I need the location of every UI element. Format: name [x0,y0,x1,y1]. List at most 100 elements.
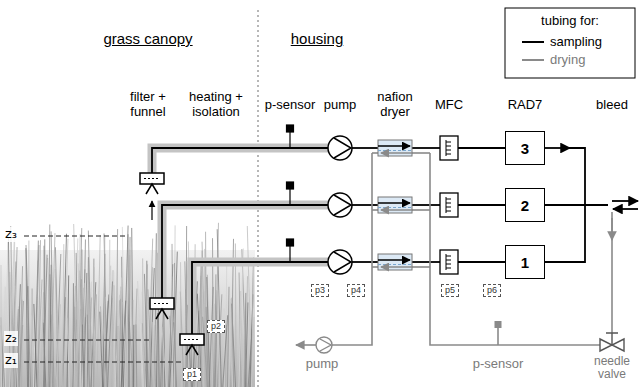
column-header: p-sensor [260,98,320,113]
rad7-box: 1 [505,245,545,279]
column-header: nafion dryer [370,90,420,120]
column-header: pump [320,98,360,113]
nafion-dryer [378,150,412,151]
box-text: p1 [187,369,197,379]
grass-canopy [26,248,28,387]
grass-canopy [104,237,105,387]
grass-canopy [155,299,157,387]
height-lines [24,236,126,237]
column-header: RAD7 [500,98,550,113]
column-header: MFC [429,98,469,113]
legend-frame [505,8,635,78]
box-text: p2 [211,321,221,331]
pressure-point-tag: p6 [483,284,501,297]
nafion-dryer [378,140,412,270]
sampling-tubes [412,261,440,263]
pump-symbol [334,195,351,215]
region-divider [257,10,258,387]
filter-funnel [154,303,170,304]
drying-tubes [611,218,613,240]
grass-canopy [130,250,134,387]
pressure-sensor [289,189,290,205]
grass-canopy [56,304,60,387]
grass-canopy [32,315,34,387]
drying-tubes [611,212,613,333]
pressure-point-tag: p5 [441,284,459,297]
pressure-point-tag: p3 [311,284,329,297]
drying-pump [320,339,331,351]
nafion-dryer [381,152,412,154]
grass-canopy [171,277,173,387]
mass-flow-controller [440,250,458,274]
grass-canopy [67,275,69,387]
grass-canopy [21,300,23,387]
grass-canopy [180,262,182,387]
grass-canopy [97,235,100,387]
box-text: 3 [521,140,529,157]
grass-canopy [138,281,143,387]
grass-canopy [157,313,158,387]
column-header: filter + funnel [119,90,177,120]
grass-canopy [251,265,253,387]
drying-tubes [430,153,600,345]
grass-canopy [37,280,42,387]
pressure-sensor [287,239,294,246]
pump-symbol [328,250,352,274]
grass-canopy [108,281,113,387]
region-title: housing [279,30,355,47]
sampling-tubes [458,204,505,206]
pressure-point-tag: p2 [207,320,225,333]
grass-canopy [87,315,89,387]
grass-canopy [73,283,74,387]
filter-funnel [186,345,198,355]
drying-pump [316,337,332,353]
sampling-tubes [352,147,378,149]
legend-text: drying [550,52,585,67]
filter-funnel [184,339,200,340]
needle-valve [612,339,624,351]
grass-canopy [124,226,129,387]
drying-pressure-sensor [495,321,502,328]
height-label: z₁ [4,353,18,368]
sampling-tubes [612,200,638,202]
grass-canopy [132,300,133,387]
pressure-sensor [289,132,290,148]
mass-flow-controller [446,254,451,270]
grass-canopy [28,240,29,387]
grass-canopy [44,246,45,387]
pump-symbol [334,252,351,272]
grass-canopy [88,297,92,387]
grass-canopy [251,258,254,387]
component-label: p-sensor [466,357,530,372]
drying-tubes [412,209,430,211]
grass-canopy [27,286,29,387]
sampling-tubes [412,204,440,206]
heating-isolation [162,205,328,298]
grass-canopy [133,325,134,387]
nafion-dryer [378,145,410,147]
grass-canopy [67,318,69,387]
mass-flow-controller [440,136,458,274]
filter-funnel [146,184,158,194]
sampling-tubes [151,201,152,220]
heating-isolation [152,148,328,334]
sampling-tubes [613,208,638,210]
grass-canopy [217,229,221,387]
sampling-tubes [352,204,378,206]
nafion-dryer [381,209,412,211]
grass-canopy [239,248,243,387]
pressure-sensor [287,182,294,189]
sampling-tubes [545,205,585,262]
legend-frame [505,8,635,78]
pressure-sensor [287,125,294,262]
grass-canopy [1,265,2,387]
box-text: 2 [521,197,529,214]
drying-tubes [372,266,378,268]
grass-canopy [148,239,152,387]
box-text: p6 [487,285,497,295]
sampling-tubes [458,147,505,149]
drying-tubes [296,153,612,345]
height-lines [24,340,150,341]
grass-canopy [56,254,61,387]
drying-tubes [332,153,372,345]
